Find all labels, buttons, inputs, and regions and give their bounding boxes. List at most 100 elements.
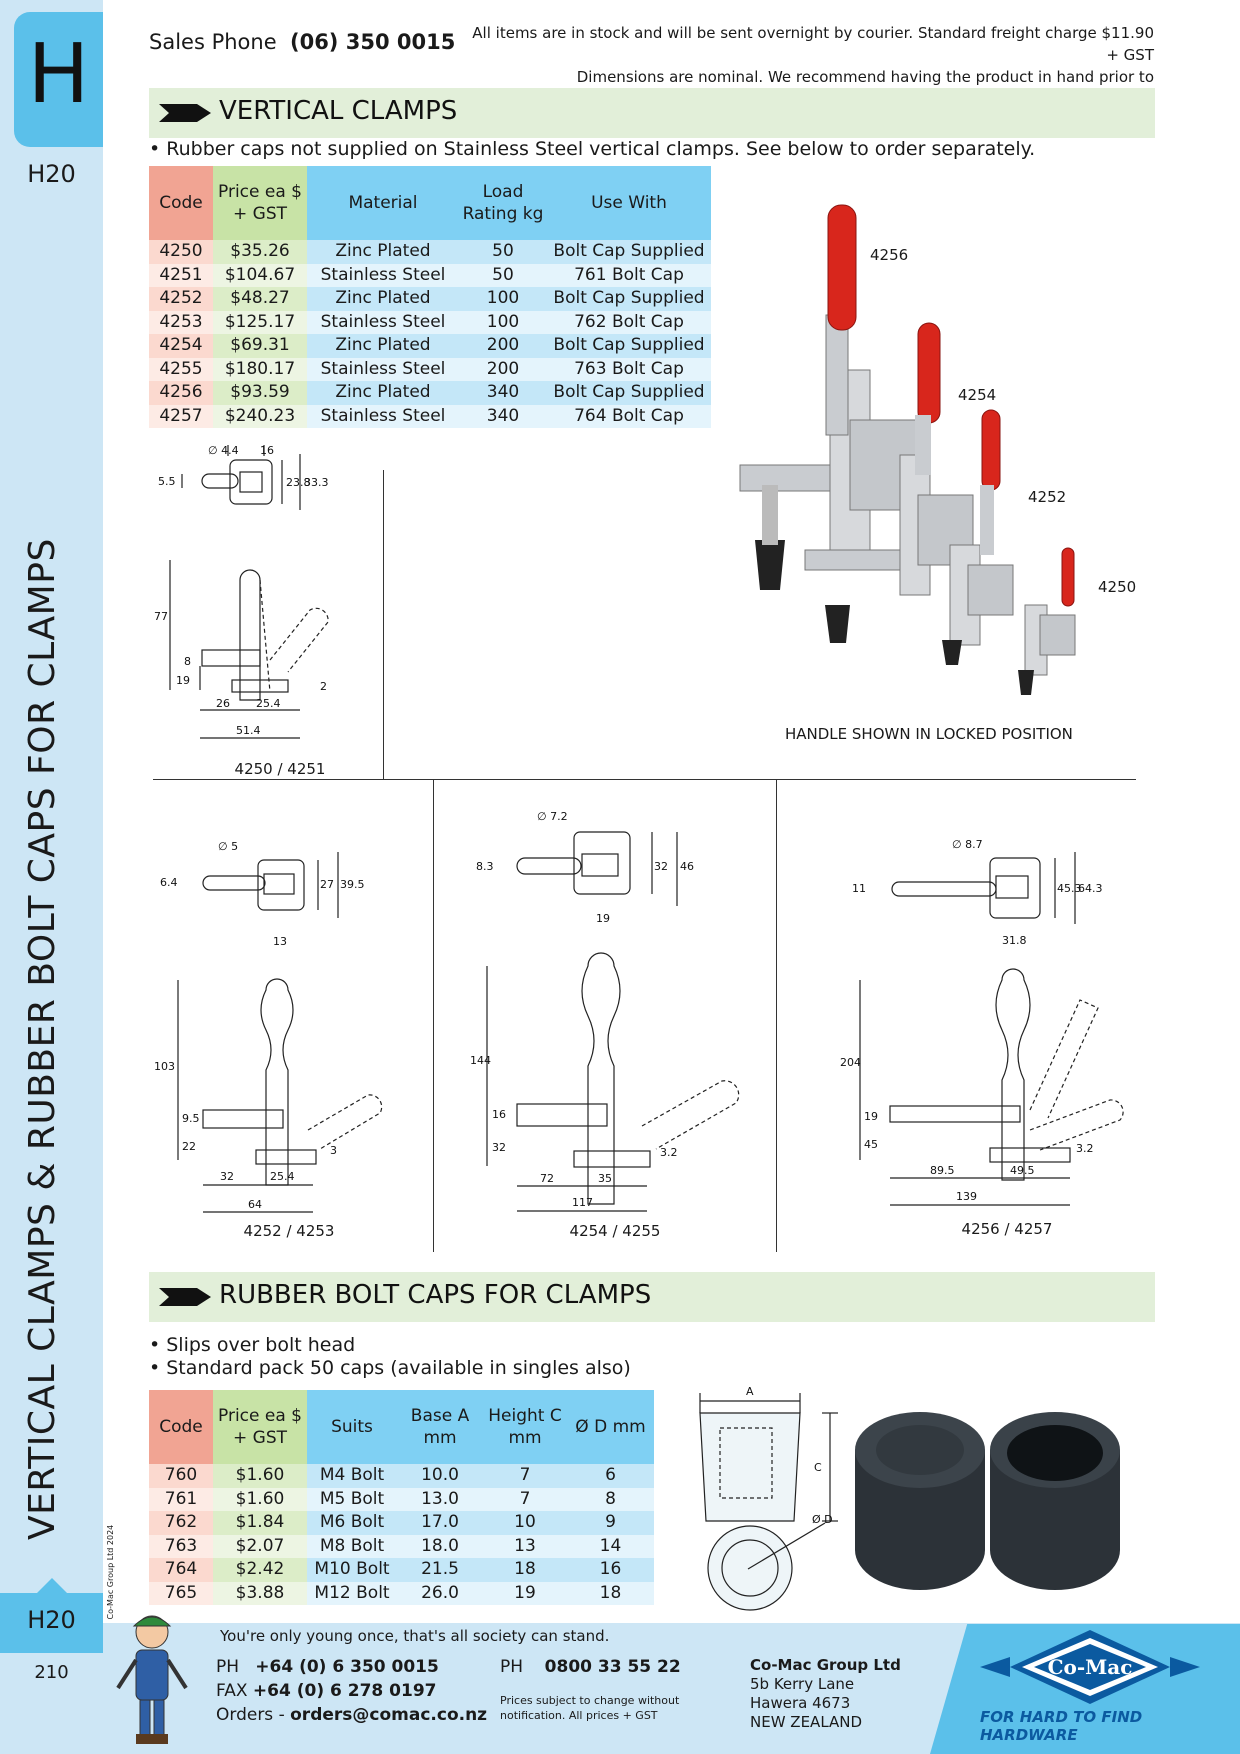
table-cell: 50 [459, 263, 547, 287]
ph-label: PH [216, 1657, 240, 1677]
dim-hole: ∅ 4.4 [208, 444, 239, 457]
dim-q: 45 [864, 1138, 878, 1151]
orders-label: Orders - [216, 1705, 285, 1725]
dim-hole: ∅ 7.2 [537, 810, 568, 823]
col-header: Code [149, 166, 213, 240]
dim-r: 2 [320, 680, 327, 693]
table-cell: $2.07 [213, 1534, 307, 1558]
table-cell: 761 Bolt Cap [547, 263, 711, 287]
table-cell: 26.0 [397, 1581, 483, 1605]
table-cell: M10 Bolt [307, 1558, 397, 1582]
dim-width: 16 [260, 444, 274, 457]
prices-note: Prices subject to change without notific… [500, 1694, 680, 1722]
rubber-cap-note: • Rubber caps not supplied on Stainless … [149, 138, 1036, 160]
code-cell: 764 [149, 1558, 213, 1582]
table-cell: 13 [483, 1534, 567, 1558]
dim-p: 8 [184, 655, 191, 668]
vertical-page-title: VERTICAL CLAMPS & RUBBER BOLT CAPS FOR C… [22, 538, 63, 1540]
dim-u: 51.4 [236, 724, 261, 737]
motto: You're only young once, that's all socie… [220, 1627, 610, 1645]
dim-w: 13 [273, 935, 287, 948]
orders-email[interactable]: orders@comac.co.nz [290, 1705, 488, 1725]
comac-logo: Co-Mac [980, 1630, 1200, 1704]
dim-height: 204 [840, 1056, 861, 1069]
dim-a-label: A [746, 1385, 754, 1398]
table-cell: 764 Bolt Cap [547, 404, 711, 428]
photo-callout: 4256 [870, 246, 909, 264]
page-code-bottom: H20 [27, 1606, 76, 1634]
phone-line: PH +64 (0) 6 350 0015 [216, 1657, 439, 1677]
table-cell: Stainless Steel [307, 263, 459, 287]
table-cell: Bolt Cap Supplied [547, 334, 711, 358]
mascot-icon [116, 1615, 188, 1744]
table-cell: Zinc Plated [307, 240, 459, 264]
drawing-4256: ∅ 8.7 11 45.3 64.3 31.8 204 19 45 3.2 89… [840, 838, 1124, 1206]
section-header-vertical-clamps: VERTICAL CLAMPS [149, 88, 1155, 138]
fax-number[interactable]: +64 (0) 6 278 0197 [252, 1681, 437, 1701]
code-cell: 4255 [149, 357, 213, 381]
table-cell: 340 [459, 381, 547, 405]
code-cell: 763 [149, 1534, 213, 1558]
freephone-number[interactable]: 0800 33 55 22 [544, 1657, 681, 1677]
tagline: FOR HARD TO FIND HARDWARE [980, 1708, 1143, 1744]
dim-c: 46 [680, 860, 694, 873]
phone-number[interactable]: +64 (0) 6 350 0015 [255, 1657, 439, 1677]
table-cell: $48.27 [213, 287, 307, 311]
table-cell: 200 [459, 357, 547, 381]
address-line: NEW ZEALAND [750, 1713, 863, 1731]
dim-hole: ∅ 8.7 [952, 838, 983, 851]
table-cell: 340 [459, 404, 547, 428]
dim-c: 39.5 [340, 878, 365, 891]
arrow-icon [159, 104, 211, 122]
table-cell: 10.0 [397, 1464, 483, 1488]
photo-callout: 4252 [1028, 488, 1067, 506]
dim-u: 64 [248, 1198, 262, 1211]
photo-caption: HANDLE SHOWN IN LOCKED POSITION [785, 725, 1073, 743]
dim-w: 19 [596, 912, 610, 925]
dim-r: 3 [330, 1144, 337, 1157]
table-cell: Stainless Steel [307, 357, 459, 381]
dim-a: 8.3 [476, 860, 494, 873]
company-address: Co-Mac Group Ltd 5b Kerry Lane Hawera 46… [750, 1656, 901, 1732]
table-cell: 9 [567, 1511, 654, 1535]
dim-r: 3.2 [660, 1146, 678, 1159]
drawing-label: 4252 / 4253 [243, 1222, 335, 1240]
col-header: Height C mm [483, 1390, 567, 1464]
table-cell: $2.42 [213, 1558, 307, 1582]
code-cell: 760 [149, 1464, 213, 1488]
code-cell: 4254 [149, 334, 213, 358]
bolt-cap-diagram: A C Ø D [699, 1385, 838, 1611]
col-header: Material [307, 166, 459, 240]
table-cell: $1.60 [213, 1464, 307, 1488]
address-line: 5b Kerry Lane [750, 1675, 855, 1693]
dim-b: 27 [320, 878, 334, 891]
stock-notice: All items are in stock and will be sent … [460, 22, 1154, 110]
code-cell: 4251 [149, 263, 213, 287]
table-cell: $1.60 [213, 1487, 307, 1511]
table-cell: $3.88 [213, 1581, 307, 1605]
col-header: Suits [307, 1390, 397, 1464]
page-code-tab [0, 1593, 103, 1653]
table-cell: M5 Bolt [307, 1487, 397, 1511]
dim-d-label: Ø D [812, 1513, 833, 1526]
table-cell: M6 Bolt [307, 1511, 397, 1535]
fax-line: FAX +64 (0) 6 278 0197 [216, 1681, 436, 1701]
table-cell: Zinc Plated [307, 334, 459, 358]
table-cell: Bolt Cap Supplied [547, 287, 711, 311]
dim-q: 22 [182, 1140, 196, 1153]
table-cell: 16 [567, 1558, 654, 1582]
dim-c: 64.3 [1078, 882, 1103, 895]
col-header: Load Rating kg [459, 166, 547, 240]
sales-phone-number[interactable]: (06) 350 0015 [289, 30, 456, 54]
table-cell: 10 [483, 1511, 567, 1535]
section-title: RUBBER BOLT CAPS FOR CLAMPS [219, 1280, 652, 1310]
table-cell: 100 [459, 287, 547, 311]
table-cell: $69.31 [213, 334, 307, 358]
sidebar [0, 0, 103, 1754]
dim-t: 25.4 [256, 697, 281, 710]
dim-q: 19 [176, 674, 190, 687]
dim-b: 45.3 [1057, 882, 1082, 895]
divider [383, 470, 384, 780]
